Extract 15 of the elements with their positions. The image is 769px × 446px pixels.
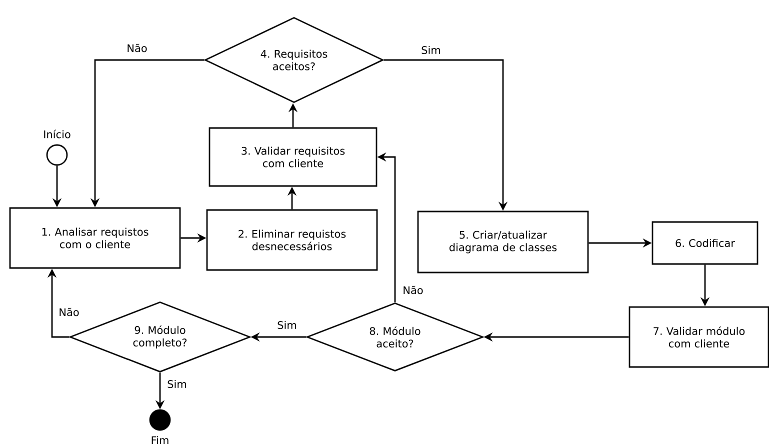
edge-label: Não bbox=[402, 284, 424, 296]
process-box: 1. Analisar requistos com o cliente bbox=[9, 207, 181, 269]
node-caption: Fim bbox=[152, 436, 168, 444]
process-box: 7. Validar módulo com cliente bbox=[628, 306, 769, 368]
edge-label: Sim bbox=[420, 44, 442, 56]
process-box: 3. Validar requisitos com cliente bbox=[208, 127, 378, 187]
process-box: 2. Eliminar requistos desnecessários bbox=[206, 209, 378, 271]
start-circle bbox=[46, 144, 68, 166]
process-box: 6. Codificar bbox=[652, 221, 758, 265]
edge-label: Sim bbox=[276, 320, 298, 330]
process-box: 5. Criar/atualizar diagrama de classes bbox=[417, 210, 589, 274]
node-caption: Início bbox=[44, 130, 70, 138]
edge-label: Não bbox=[126, 42, 148, 54]
edge-label: Sim bbox=[166, 378, 188, 390]
end-dot bbox=[149, 409, 171, 431]
